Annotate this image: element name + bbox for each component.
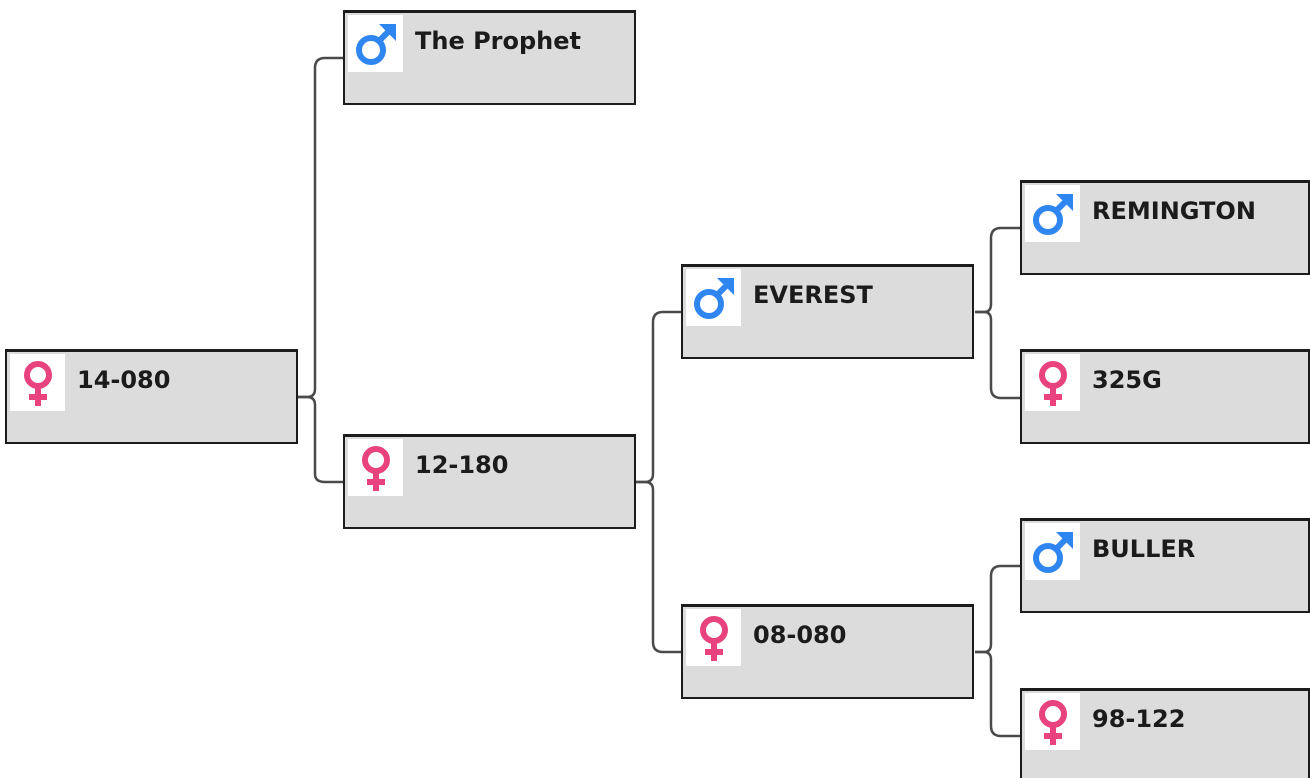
connector-damdam-98122 [975, 650, 1022, 738]
node-label-dam-sire-dam: 325G [1092, 366, 1162, 394]
node-label-dam-dam-sire: BULLER [1092, 535, 1196, 563]
pedigree-node-dam-dam[interactable]: 08-080 [681, 604, 974, 699]
pedigree-node-sire[interactable]: The Prophet [343, 10, 636, 105]
node-label-dam: 12-180 [415, 451, 509, 479]
female-icon [686, 609, 741, 666]
pedigree-node-dam[interactable]: 12-180 [343, 434, 636, 529]
connector-dam-damsire [636, 310, 683, 484]
male-icon [348, 15, 403, 72]
pedigree-node-dam-dam-dam[interactable]: 98-122 [1020, 688, 1310, 778]
node-label-dam-dam: 08-080 [753, 621, 847, 649]
connector-subject-dam [298, 395, 345, 484]
female-icon [1025, 354, 1080, 411]
node-label-dam-sire: EVEREST [753, 281, 873, 309]
node-label-sire: The Prophet [415, 27, 582, 55]
connector-damdam-buller [975, 564, 1022, 654]
female-icon [10, 354, 65, 411]
pedigree-node-dam-dam-sire[interactable]: BULLER [1020, 518, 1310, 613]
connector-dam-damdam [636, 480, 683, 654]
connector-damsire-remington [975, 226, 1022, 314]
node-label-subject: 14-080 [77, 366, 171, 394]
female-icon [348, 439, 403, 496]
connector-damsire-325g [975, 310, 1022, 400]
connector-subject-sire [298, 56, 345, 399]
pedigree-node-dam-sire[interactable]: EVEREST [681, 264, 974, 359]
pedigree-node-dam-sire-sire[interactable]: REMINGTON [1020, 180, 1310, 275]
female-icon [1025, 693, 1080, 750]
male-icon [686, 269, 741, 326]
pedigree-node-dam-sire-dam[interactable]: 325G [1020, 349, 1310, 444]
pedigree-node-subject[interactable]: 14-080 [5, 349, 298, 444]
node-label-dam-sire-sire: REMINGTON [1092, 197, 1256, 225]
node-label-dam-dam-dam: 98-122 [1092, 705, 1186, 733]
male-icon [1025, 523, 1080, 580]
male-icon [1025, 185, 1080, 242]
